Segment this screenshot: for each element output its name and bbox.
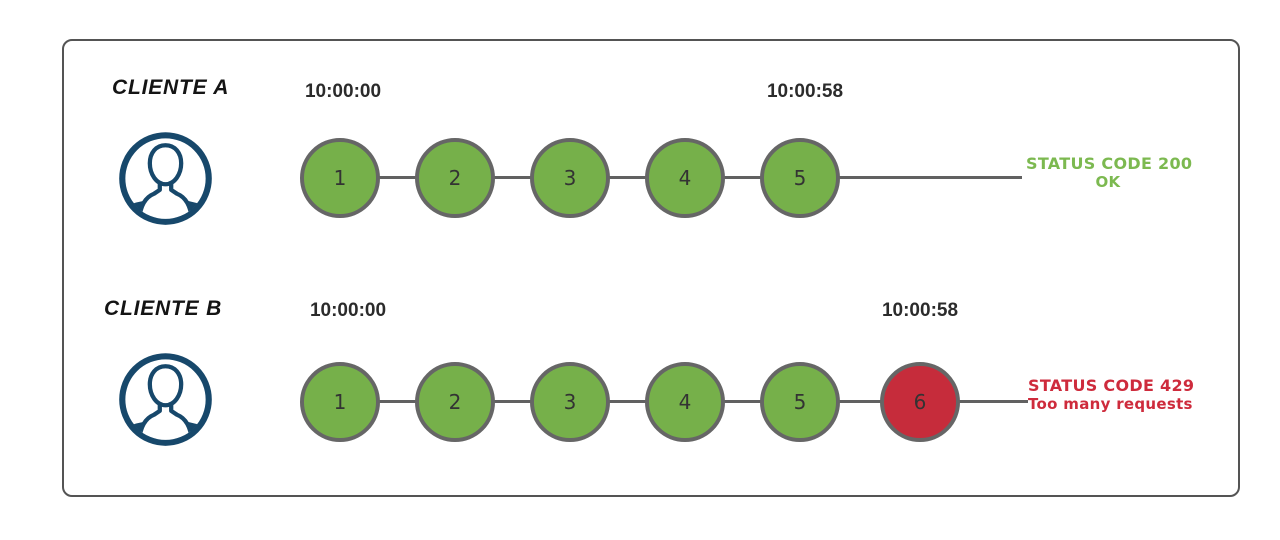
- client-a-start-timestamp: 10:00:00: [304, 81, 382, 102]
- user-avatar-icon: [119, 132, 212, 225]
- request-circle: 4: [645, 362, 725, 442]
- client-a-label: CLIENTE A: [112, 76, 230, 99]
- client-b-status: STATUS CODE 429 Too many requests: [1028, 376, 1195, 414]
- request-circle: 1: [300, 362, 380, 442]
- request-circle: 3: [530, 138, 610, 218]
- diagram-frame: [62, 39, 1240, 497]
- request-circle: 4: [645, 138, 725, 218]
- client-b-start-timestamp: 10:00:00: [309, 300, 387, 321]
- request-circle: 1: [300, 138, 380, 218]
- status-code-text: STATUS CODE 429: [1028, 376, 1195, 395]
- status-message-text: OK: [1095, 173, 1121, 192]
- request-circle: 3: [530, 362, 610, 442]
- request-circle: 5: [760, 362, 840, 442]
- request-circle: 2: [415, 362, 495, 442]
- request-circle: 2: [415, 138, 495, 218]
- user-avatar-icon: [119, 353, 212, 446]
- client-a-end-timestamp: 10:00:58: [766, 81, 844, 102]
- client-a-status: STATUS CODE 200 OK: [1026, 154, 1193, 192]
- status-message-text: Too many requests: [1028, 395, 1193, 414]
- request-circle-rate-limited: 6: [880, 362, 960, 442]
- client-b-label: CLIENTE B: [104, 297, 223, 320]
- request-circle: 5: [760, 138, 840, 218]
- client-b-end-timestamp: 10:00:58: [881, 300, 959, 321]
- status-code-text: STATUS CODE 200: [1026, 154, 1193, 173]
